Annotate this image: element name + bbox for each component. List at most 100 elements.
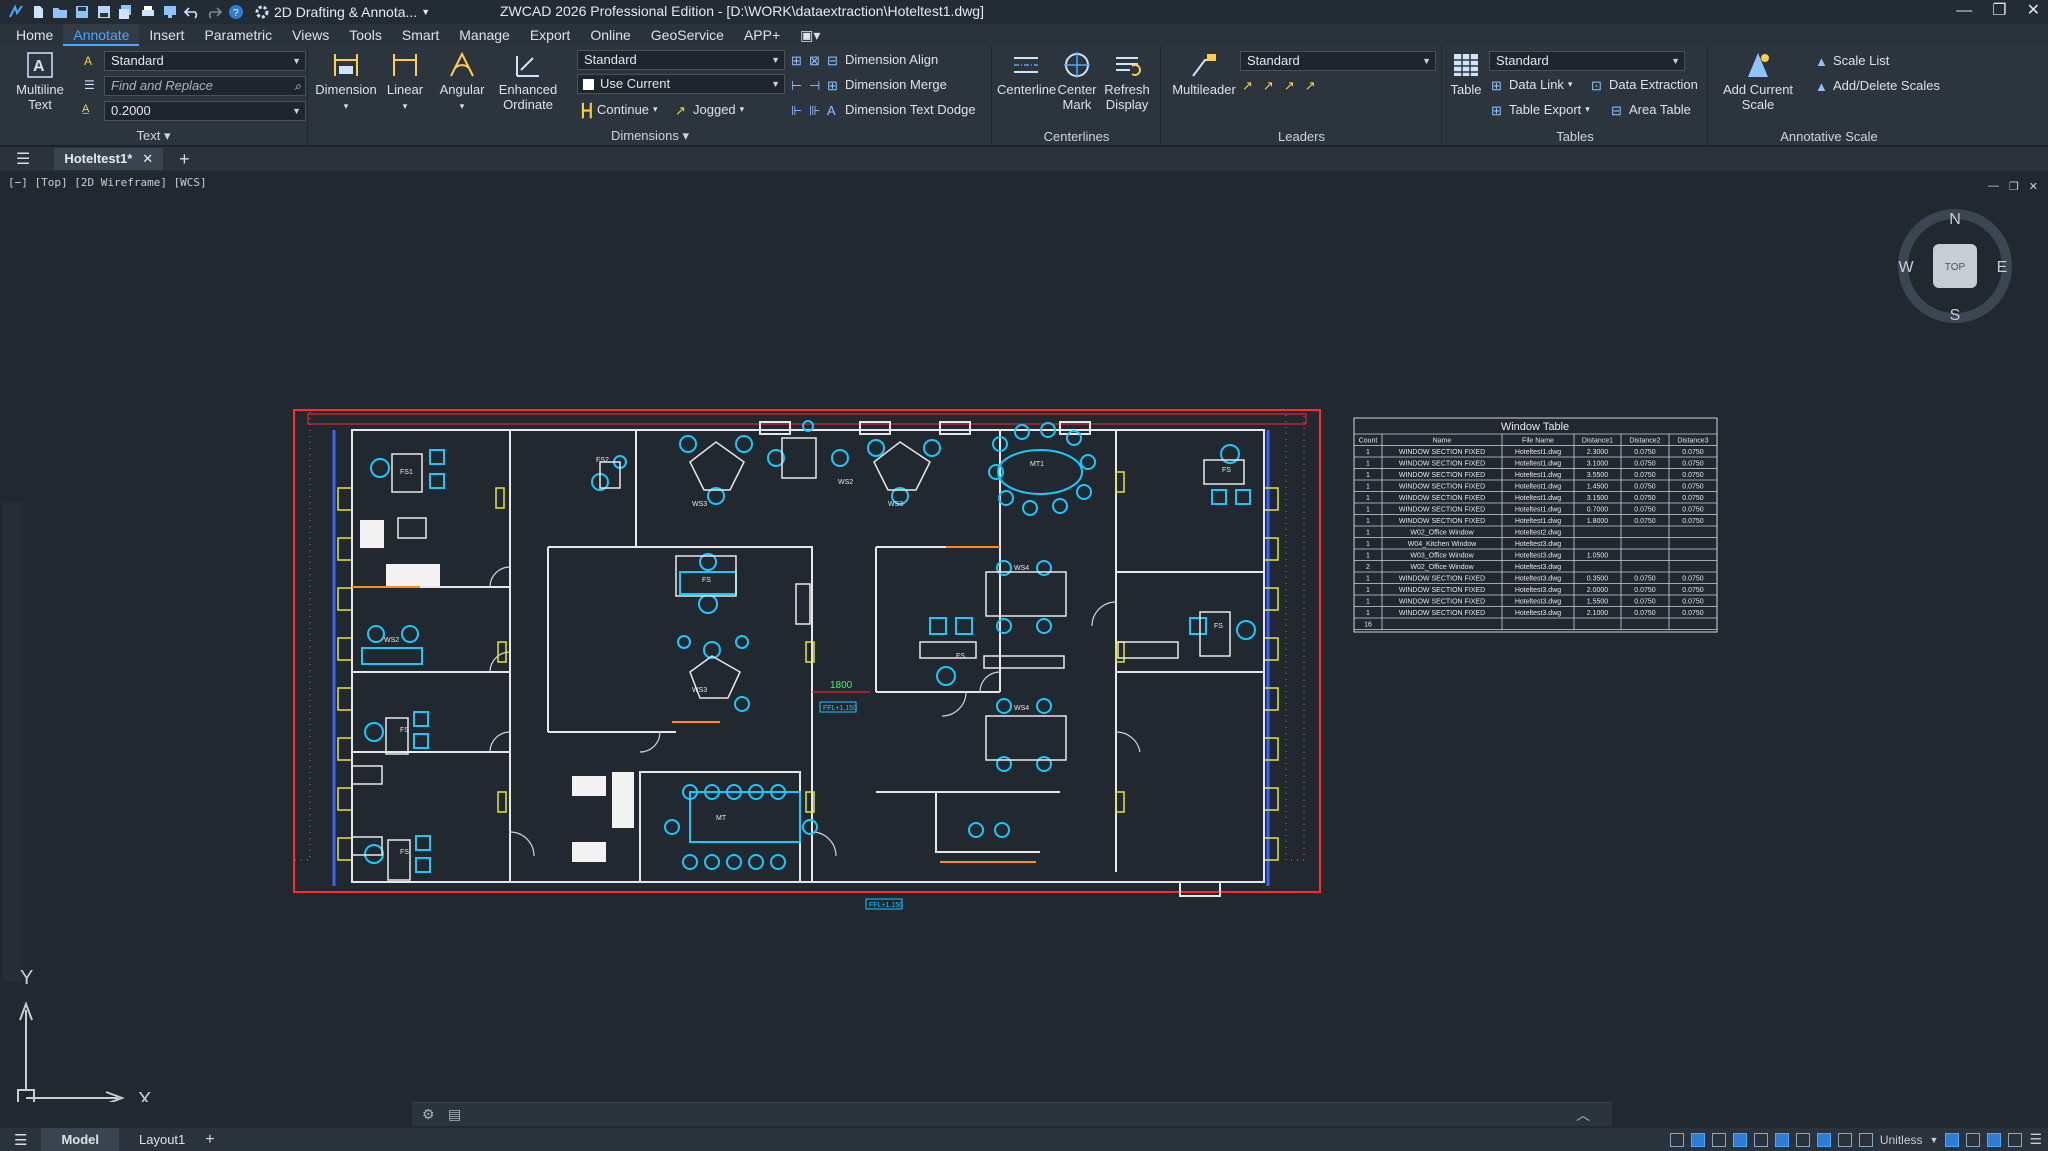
add-current-scale-button[interactable]: Add Current Scale xyxy=(1715,50,1801,112)
multileader-button[interactable]: Multileader xyxy=(1166,50,1242,97)
new-file-icon[interactable] xyxy=(30,4,46,20)
hamburger-menu-icon[interactable]: ☰ xyxy=(16,151,31,168)
multiline-text-button[interactable]: A Multiline Text xyxy=(10,50,70,112)
layout1-tab[interactable]: Layout1 xyxy=(139,1132,186,1147)
save-icon[interactable] xyxy=(74,4,90,20)
command-line[interactable]: ⚙ ▤ ︿ xyxy=(412,1102,1612,1126)
dimension-merge-button[interactable]: ⊢ ⊣ ⊞ Dimension Merge xyxy=(791,77,947,93)
lineweight-toggle-icon[interactable] xyxy=(1774,1132,1789,1147)
search-icon[interactable]: ⌕ xyxy=(294,79,301,93)
dimension-text-dodge-button[interactable]: ⊩ ⊪ A Dimension Text Dodge xyxy=(791,102,976,118)
align-leader-icon[interactable]: ↗ xyxy=(1283,78,1295,93)
transparency-toggle-icon[interactable] xyxy=(1795,1132,1810,1147)
tab-smart[interactable]: Smart xyxy=(401,27,440,43)
maximize-button[interactable]: ❐ xyxy=(1992,2,2007,19)
customize-status-icon[interactable]: ☰ xyxy=(2029,1131,2042,1147)
osnap-toggle-icon[interactable] xyxy=(1711,1132,1726,1147)
text-panel-title[interactable]: Text ▾ xyxy=(136,128,171,143)
tab-views[interactable]: Views xyxy=(292,27,330,43)
app-logo-icon[interactable] xyxy=(8,4,24,20)
dyn-input-toggle-icon[interactable] xyxy=(1753,1132,1768,1147)
refresh-display-button[interactable]: Refresh Display xyxy=(1101,50,1153,112)
floor-plan[interactable]: FS1 FS2 FS FS FS FS FS FS WS2 WS2 WS3 WS… xyxy=(293,409,1321,910)
new-tab-icon[interactable]: + xyxy=(179,148,190,169)
chevron-down-icon[interactable]: ▼ xyxy=(1929,1134,1939,1145)
plot-preview-icon[interactable] xyxy=(162,4,178,20)
enhanced-ordinate-button[interactable]: Enhanced Ordinate xyxy=(495,50,561,112)
scale-list-button[interactable]: ▲ Scale List xyxy=(1815,53,1889,69)
viewport-minimize-button[interactable]: — xyxy=(1987,180,1999,192)
command-expand-icon[interactable]: ︿ xyxy=(1576,1107,1590,1123)
dimensions-panel-title[interactable]: Dimensions ▾ xyxy=(610,128,690,143)
print-icon[interactable] xyxy=(140,4,156,20)
linear-button[interactable]: Linear▾ xyxy=(383,50,427,114)
dimension-1800[interactable]: 1800 xyxy=(830,680,853,691)
add-delete-scales-button[interactable]: ▲ Add/Delete Scales xyxy=(1815,78,1940,94)
tab-manage[interactable]: Manage xyxy=(459,27,510,43)
data-extraction-button[interactable]: ⊡ Data Extraction xyxy=(1591,77,1698,93)
command-settings-icon[interactable]: ⚙ xyxy=(422,1106,435,1122)
layout-menu-icon[interactable]: ☰ xyxy=(14,1131,28,1149)
open-file-icon[interactable] xyxy=(52,4,68,20)
viewport-label[interactable]: [−] [Top] [2D Wireframe] [WCS] xyxy=(8,176,207,189)
tab-parametric[interactable]: Parametric xyxy=(204,27,273,43)
tables-panel-title[interactable]: Tables xyxy=(1556,129,1594,144)
viewport-close-button[interactable]: ✕ xyxy=(2028,181,2038,193)
model-tab[interactable]: Model xyxy=(41,1128,120,1151)
collect-leader-icon[interactable]: ↗ xyxy=(1304,78,1316,93)
command-history-icon[interactable]: ▤ xyxy=(448,1106,462,1122)
ortho-toggle-icon[interactable] xyxy=(1669,1132,1684,1147)
left-tool-palette[interactable] xyxy=(3,502,23,982)
viewcube-east[interactable]: E xyxy=(1997,259,2008,276)
close-button[interactable]: ✕ xyxy=(2026,2,2040,19)
workspace-status-icon[interactable] xyxy=(1966,1132,1981,1147)
leader-style-combo[interactable]: Standard▼ xyxy=(1240,51,1436,71)
isolate-objects-icon[interactable] xyxy=(1987,1132,2002,1147)
table-style-combo[interactable]: Standard▼ xyxy=(1489,51,1685,71)
level-tag-2[interactable]: FFL+1.150 xyxy=(869,902,903,909)
units-label[interactable]: Unitless xyxy=(1879,1132,1923,1147)
add-leader-icon[interactable]: ↗ xyxy=(1242,78,1253,93)
ribbon-options-icon[interactable]: ▣▾ xyxy=(800,27,821,43)
leaders-panel-title[interactable]: Leaders xyxy=(1278,129,1325,144)
tab-online[interactable]: Online xyxy=(590,27,631,43)
polar-toggle-icon[interactable] xyxy=(1690,1132,1705,1147)
text-height-combo[interactable]: 0.2000▼ xyxy=(104,101,306,121)
viewcube-south[interactable]: S xyxy=(1950,307,1961,324)
table-button[interactable]: Table xyxy=(1447,50,1485,97)
tab-tools[interactable]: Tools xyxy=(349,27,382,43)
tab-export[interactable]: Export xyxy=(529,27,571,43)
dim-style-combo[interactable]: Standard▼ xyxy=(577,50,785,70)
continue-button[interactable]: ┣┫ Continue▾ xyxy=(579,102,658,118)
centerline-button[interactable]: Centerline xyxy=(997,50,1056,97)
dimension-button[interactable]: Dimension▾ xyxy=(315,50,377,114)
redo-icon[interactable] xyxy=(206,4,222,20)
angular-button[interactable]: Angular▾ xyxy=(437,50,487,114)
remove-leader-icon[interactable]: ↗ xyxy=(1262,78,1274,93)
viewport-restore-button[interactable]: ❐ xyxy=(2008,181,2019,193)
area-table-button[interactable]: ⊟ Area Table xyxy=(1611,102,1691,118)
add-layout-icon[interactable]: + xyxy=(205,1130,215,1148)
fullscreen-icon[interactable] xyxy=(2008,1132,2023,1147)
tab-home[interactable]: Home xyxy=(16,27,54,43)
undo-icon[interactable] xyxy=(184,4,200,20)
selection-cycling-toggle-icon[interactable] xyxy=(1816,1132,1831,1147)
dimension-align-button[interactable]: ⊞ ⊠ ⊟ Dimension Align xyxy=(791,52,938,68)
viewcube-north[interactable]: N xyxy=(1949,211,1961,228)
minimize-button[interactable]: — xyxy=(1956,2,1973,19)
save-all-icon[interactable] xyxy=(118,4,134,20)
help-icon[interactable]: ? xyxy=(228,4,244,20)
otrack-toggle-icon[interactable] xyxy=(1732,1132,1747,1147)
tab-geoservice[interactable]: GeoService xyxy=(650,27,724,43)
find-replace-input[interactable]: Find and Replace⌕ xyxy=(104,76,306,96)
centerlines-panel-title[interactable]: Centerlines xyxy=(1043,129,1110,144)
annotation-visibility-icon[interactable] xyxy=(1837,1132,1852,1147)
center-mark-button[interactable]: Center Mark xyxy=(1055,50,1099,112)
save-as-icon[interactable] xyxy=(96,4,112,20)
viewcube-west[interactable]: W xyxy=(1898,259,1914,276)
viewcube[interactable]: TOP N S E W xyxy=(1898,209,2012,324)
tab-app-plus[interactable]: APP+ xyxy=(743,27,781,43)
jogged-button[interactable]: ↗ Jogged▾ xyxy=(675,102,745,118)
document-tab-hoteltest1[interactable]: Hoteltest1* ✕ xyxy=(54,148,164,170)
